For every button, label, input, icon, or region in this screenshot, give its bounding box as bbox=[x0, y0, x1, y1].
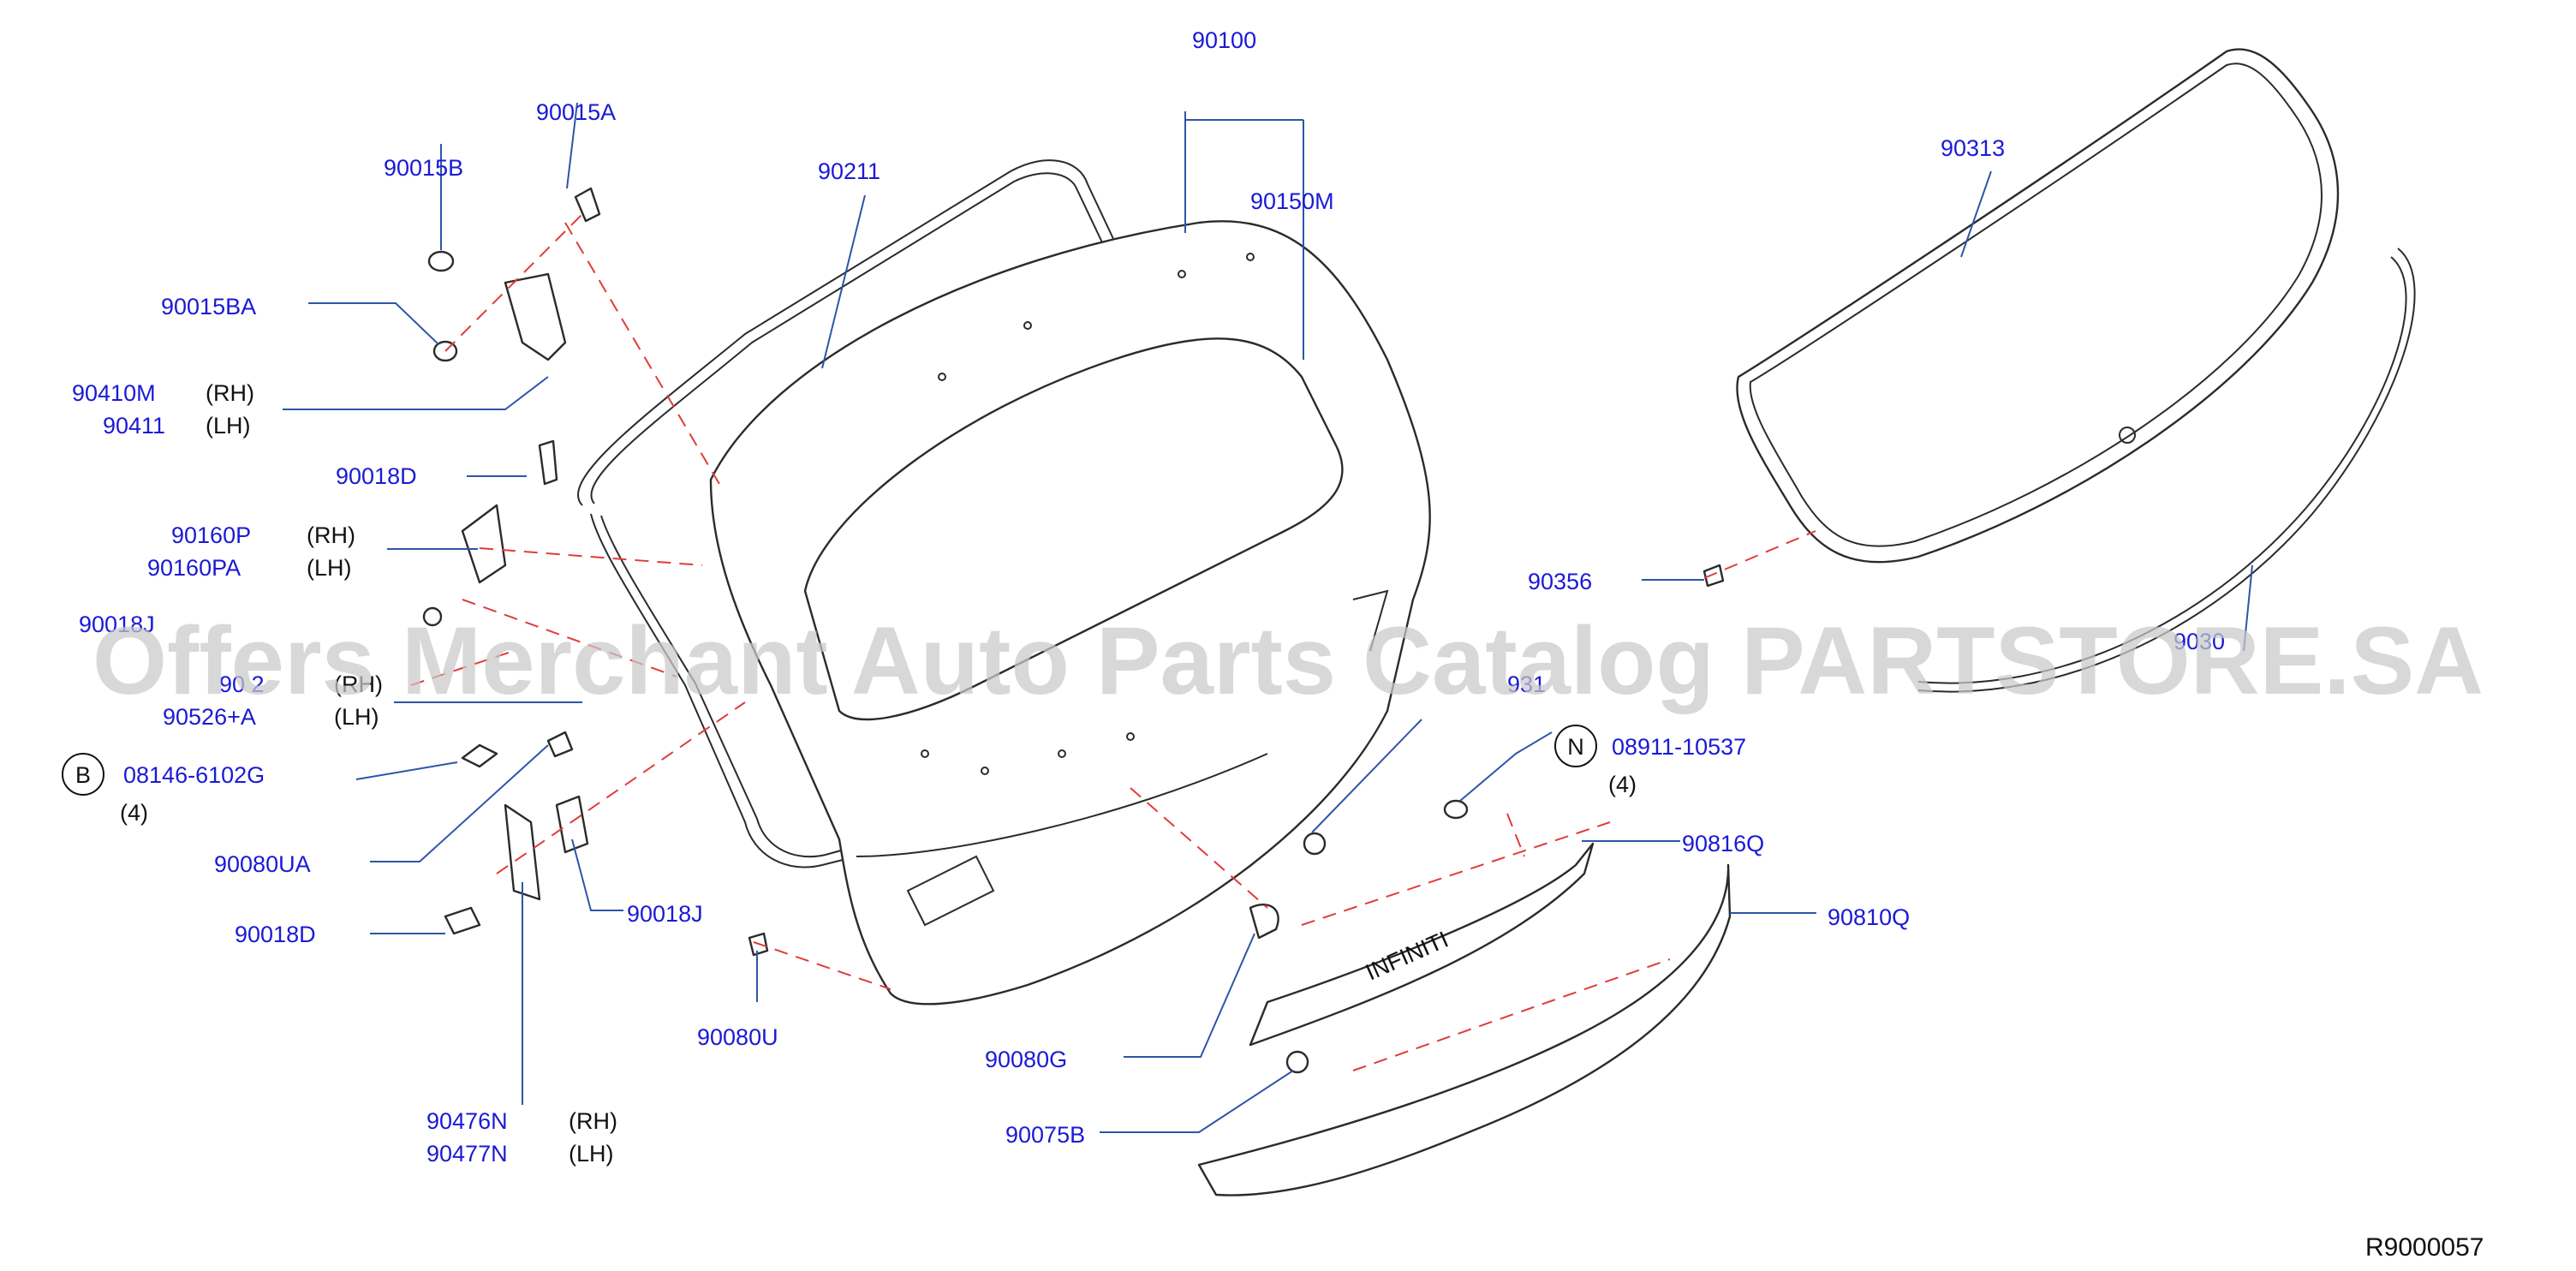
callout-90411: 90411 bbox=[103, 413, 165, 439]
callout-90018d-top: 90018D bbox=[336, 463, 417, 489]
callout-90018j: 90018J bbox=[627, 901, 703, 927]
callout-90075b: 90075B bbox=[1005, 1122, 1085, 1148]
side-lh-90477n: (LH) bbox=[569, 1141, 614, 1167]
callout-90526-partial: 90 2 bbox=[219, 671, 265, 697]
callout-90160p: 90160P bbox=[171, 522, 251, 548]
qty-08146: (4) bbox=[120, 800, 148, 826]
callout-90477n: 90477N bbox=[426, 1141, 508, 1167]
callout-90313: 90313 bbox=[1941, 135, 2005, 161]
side-lh-90160pa: (LH) bbox=[307, 555, 352, 581]
callout-90816q: 90816Q bbox=[1682, 831, 1764, 856]
callout-90080ua: 90080UA bbox=[214, 851, 311, 877]
back-door-panel bbox=[709, 220, 1431, 1005]
callout-90150m: 90150M bbox=[1250, 188, 1334, 214]
back-door-glass bbox=[1736, 48, 2340, 564]
side-rh-90476n: (RH) bbox=[569, 1108, 617, 1134]
glass-moulding bbox=[1917, 248, 2416, 693]
callouts: 90100 90015A 90015B 90211 90150M 90313 9… bbox=[72, 27, 2225, 1167]
circle-letter-n: N bbox=[1567, 734, 1584, 760]
callout-90526a: 90526+A bbox=[163, 704, 256, 730]
callout-90211: 90211 bbox=[818, 158, 880, 184]
callout-90356: 90356 bbox=[1528, 569, 1592, 594]
callout-90015a: 90015A bbox=[536, 99, 616, 125]
circle-letter-b: B bbox=[75, 762, 91, 788]
circle-markers: B N bbox=[62, 725, 1597, 796]
callout-9030-partial: 9030 bbox=[2174, 629, 2225, 654]
side-rh-90160p: (RH) bbox=[307, 522, 355, 548]
callout-90080u: 90080U bbox=[697, 1024, 778, 1050]
callout-08146: 08146-6102G bbox=[123, 762, 265, 788]
callout-90160pa: 90160PA bbox=[147, 555, 241, 581]
callout-90100: 90100 bbox=[1192, 27, 1256, 53]
callout-partial-right: 931 bbox=[1507, 671, 1546, 697]
callout-90015b: 90015B bbox=[384, 155, 463, 181]
leader-lines bbox=[283, 102, 2253, 1133]
callout-90476n: 90476N bbox=[426, 1108, 508, 1134]
diagram-reference-code: R9000057 bbox=[2365, 1233, 2484, 1262]
callout-90810q: 90810Q bbox=[1828, 904, 1910, 930]
side-lh-90411: (LH) bbox=[206, 413, 251, 439]
callout-90410m: 90410M bbox=[72, 380, 156, 406]
callout-90018d-bottom: 90018D bbox=[235, 922, 316, 947]
side-rh-90410m: (RH) bbox=[206, 380, 254, 406]
fasteners bbox=[422, 187, 1725, 1074]
side-lh-90526a: (LH) bbox=[334, 704, 379, 730]
callout-90015ba: 90015BA bbox=[161, 294, 256, 319]
garnish-strip: INFINITI bbox=[1249, 842, 1595, 1047]
weatherstrip-seal bbox=[577, 159, 1123, 868]
side-rh-90526: (RH) bbox=[334, 671, 383, 697]
watermark-text: Offers Merchant Auto Parts Catalog PARTS… bbox=[92, 607, 2484, 714]
callout-90018j-partial: 90018J bbox=[79, 612, 155, 637]
finisher-panel bbox=[1197, 863, 1732, 1196]
callout-90080g: 90080G bbox=[985, 1047, 1067, 1072]
callout-08911: 08911-10537 bbox=[1612, 734, 1746, 760]
assembly-lines bbox=[410, 213, 1816, 1071]
qty-08911: (4) bbox=[1608, 772, 1637, 797]
